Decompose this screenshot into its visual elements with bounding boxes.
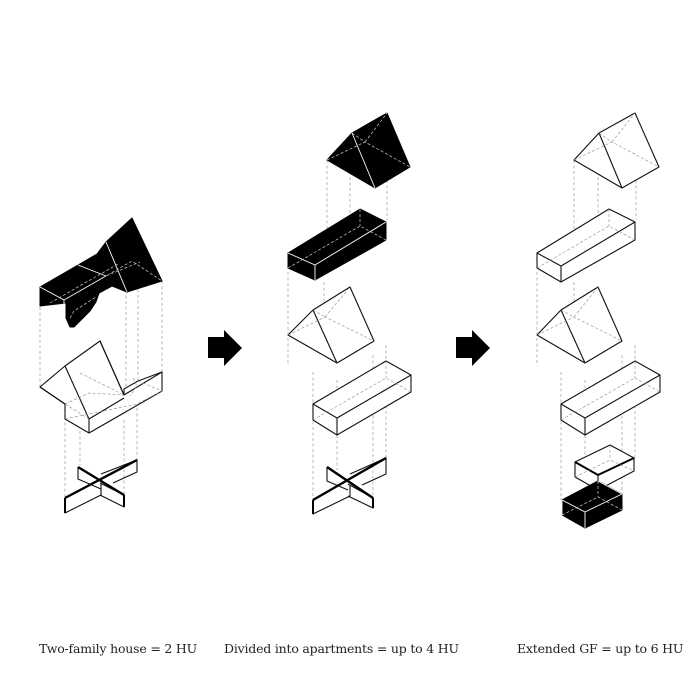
gable-roof-top [573,112,660,189]
small-box [574,444,635,491]
ground-floor-volume [39,340,163,434]
arrow-right-icon [456,330,490,366]
bar-volume [312,360,412,436]
bar-volume-lower [560,360,661,436]
caption-divided-into-apartments: Divided into apartments = up to 4 HU [224,641,459,656]
caption-extended-gf: Extended GF = up to 6 HU [517,641,684,656]
cross-wall-plan [312,456,387,515]
column-extended-gf [536,112,661,529]
gable-roof-lower [536,286,623,364]
existing-roof-volume-black [39,217,163,328]
ground-floor-extension-black [561,480,623,529]
column-divided-into-apartments [287,112,412,515]
caption-two-family-house: Two-family house = 2 HU [39,641,197,656]
cross-wall-plan [64,458,138,514]
bar-volume-upper [536,208,636,283]
arrow-right-icon [208,330,242,366]
column-two-family-house [39,217,163,514]
new-bar-unit-black [287,208,387,281]
new-roof-unit-black [326,112,411,189]
gable-roof-volume [287,286,375,364]
